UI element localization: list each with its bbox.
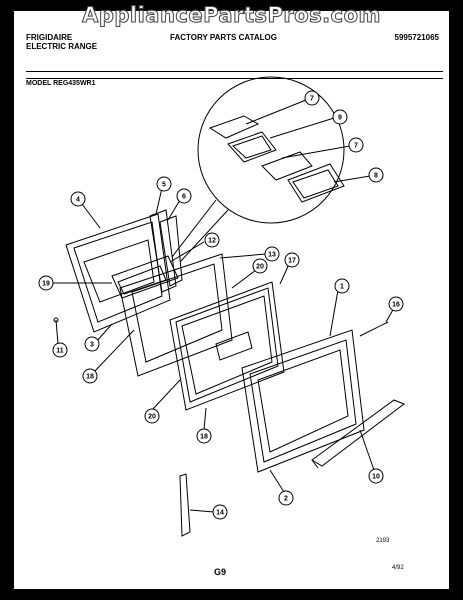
drawing-code: 2193 (376, 538, 390, 544)
product-type: ELECTRIC RANGE (26, 42, 98, 51)
callout-label: 18 (86, 374, 94, 381)
brand-block: FRIGIDAIRE ELECTRIC RANGE (26, 33, 97, 51)
callout-label: 1 (340, 284, 344, 291)
callout-label: 19 (42, 281, 50, 288)
callout-label: 12 (208, 238, 216, 245)
screw-16 (359, 321, 389, 337)
door-handle-bar (311, 399, 406, 467)
door-hinge (179, 473, 191, 537)
callout-label: 18 (200, 434, 208, 441)
brand-name: FRIGIDAIRE (26, 33, 73, 42)
page-number: G9 (214, 567, 227, 577)
callout-label: 16 (392, 302, 400, 309)
window-detail-parts (208, 115, 345, 203)
detail-magnifier-circle (197, 76, 345, 224)
callout-circles (38, 90, 404, 520)
callout-label: 11 (56, 348, 64, 355)
inner-door-panel (65, 213, 171, 333)
door-liner-6 (159, 215, 183, 287)
callout-label: 5 (162, 182, 166, 189)
window-frame-8 (287, 163, 345, 203)
callout-label: 2 (284, 496, 288, 503)
callout-label: 14 (216, 510, 224, 517)
callout-label: 9 (338, 115, 342, 122)
callout-label: 20 (148, 414, 156, 421)
callout-label: 17 (288, 258, 296, 265)
callout-label: 20 (256, 264, 264, 271)
catalog-part-number: 5995721065 (394, 33, 440, 42)
revision-date: 4/92 (392, 565, 404, 571)
callout-label: 3 (90, 342, 94, 349)
catalog-title: FACTORY PARTS CATALOG (170, 33, 277, 42)
window-glass-7 (261, 151, 313, 181)
callout-label: 10 (372, 474, 380, 481)
magnifier-leader-2 (179, 209, 229, 263)
door-handle-slot (215, 331, 253, 361)
watermark: AppliancePartsPros.com (82, 3, 381, 28)
callout-label: 13 (268, 252, 276, 259)
header-rule-bottom (26, 78, 443, 79)
header-rule-top (26, 71, 443, 72)
callout-label: 7 (354, 143, 358, 150)
window-frame-9 (227, 131, 277, 163)
middle-door-frame (119, 253, 233, 377)
callout-label: 6 (182, 194, 186, 201)
callout-label: 8 (374, 173, 378, 180)
callout-labels: 7 9 7 8 5 6 4 12 13 19 20 17 1 16 11 3 1… (42, 96, 400, 517)
model-number: MODEL REG435WR1 (26, 80, 96, 87)
outer-door-panel (169, 281, 285, 411)
catalog-page (14, 11, 449, 589)
callout-label: 7 (310, 96, 314, 103)
callout-label: 4 (76, 197, 80, 204)
door-glass-frame (241, 329, 365, 473)
